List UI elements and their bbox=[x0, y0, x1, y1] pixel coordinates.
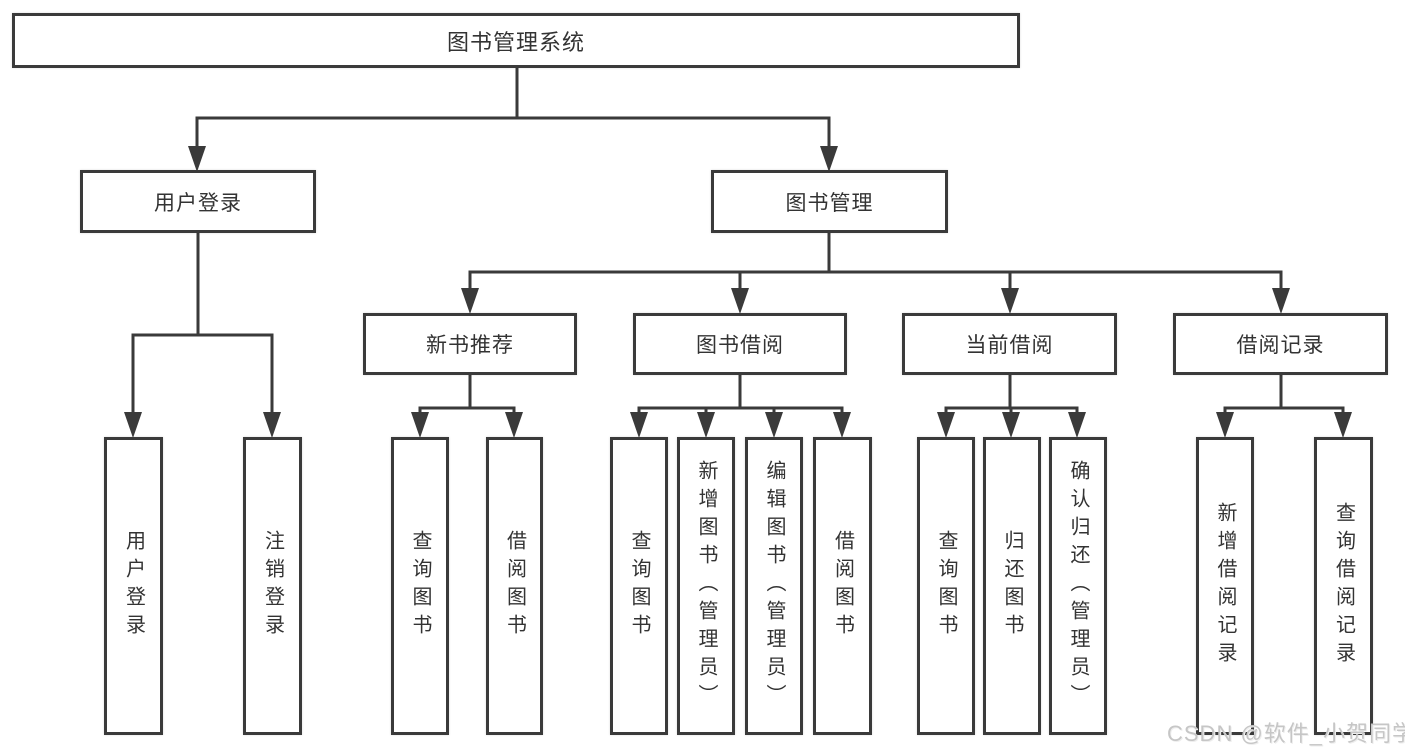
node-book-borrow: 图书借阅 bbox=[633, 313, 847, 375]
node-leaf-user-login: 用户登录 bbox=[104, 437, 163, 735]
node-leaf-query-books-2: 查询图书 bbox=[610, 437, 668, 735]
node-root: 图书管理系统 bbox=[12, 13, 1020, 68]
node-leaf-borrow-books-2: 借阅图书 bbox=[813, 437, 872, 735]
node-leaf-confirm-return-admin: 确认归还（管理员） bbox=[1049, 437, 1107, 735]
node-leaf-edit-books-admin: 编辑图书（管理员） bbox=[745, 437, 803, 735]
node-leaf-query-books-1: 查询图书 bbox=[391, 437, 449, 735]
node-leaf-logout: 注销登录 bbox=[243, 437, 302, 735]
node-leaf-borrow-books-1: 借阅图书 bbox=[486, 437, 543, 735]
node-new-book-recommend: 新书推荐 bbox=[363, 313, 577, 375]
node-user-login: 用户登录 bbox=[80, 170, 316, 233]
csdn-watermark: CSDN @软件_小贺同学 bbox=[1167, 721, 1405, 746]
node-leaf-query-borrow-record: 查询借阅记录 bbox=[1314, 437, 1373, 735]
node-leaf-return-books: 归还图书 bbox=[983, 437, 1041, 735]
node-book-management: 图书管理 bbox=[711, 170, 948, 233]
node-current-borrow: 当前借阅 bbox=[902, 313, 1117, 375]
node-leaf-query-books-3: 查询图书 bbox=[917, 437, 975, 735]
node-leaf-add-borrow-record: 新增借阅记录 bbox=[1196, 437, 1254, 735]
node-leaf-add-books-admin: 新增图书（管理员） bbox=[677, 437, 735, 735]
node-borrow-records: 借阅记录 bbox=[1173, 313, 1388, 375]
